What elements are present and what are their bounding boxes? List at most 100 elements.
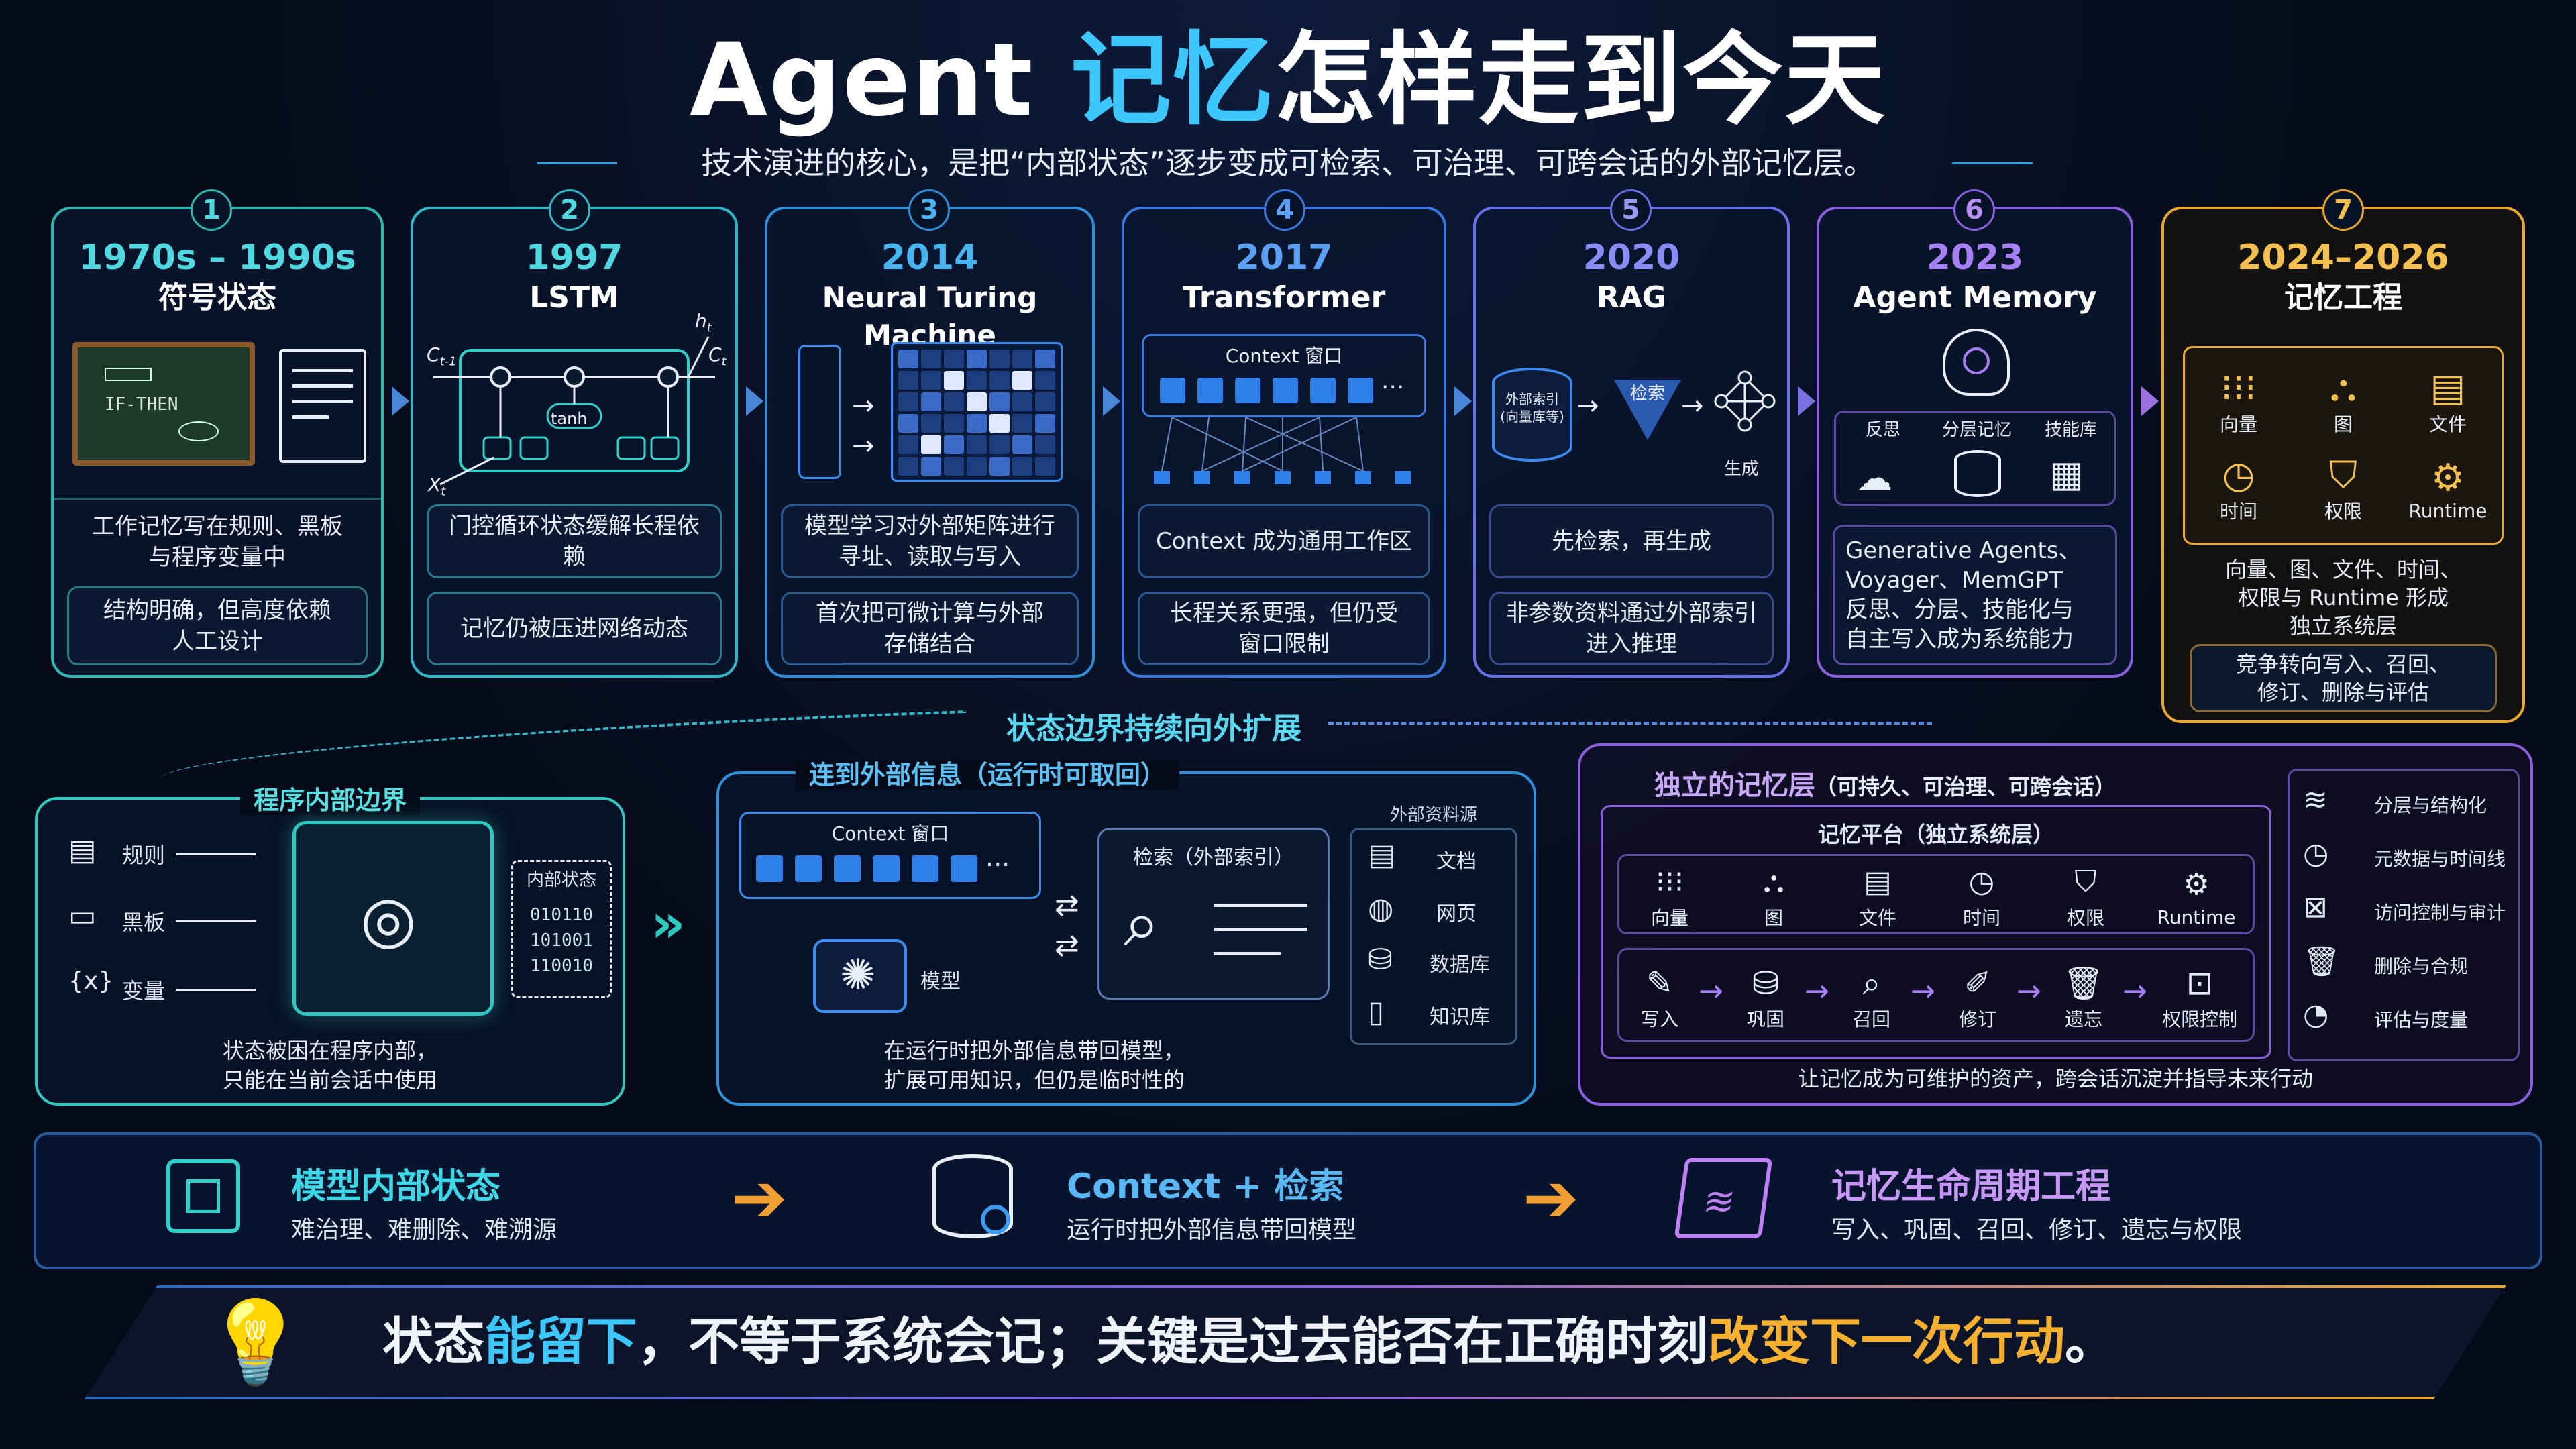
token-block bbox=[951, 855, 977, 882]
memory-matrix bbox=[891, 342, 1063, 482]
arrow-right-icon: → bbox=[852, 431, 875, 462]
text-line bbox=[1214, 928, 1307, 931]
divider bbox=[54, 498, 381, 500]
graph-label: 图 bbox=[2333, 413, 2353, 435]
board-label: 黑板 bbox=[122, 910, 166, 935]
type-label: 权限 bbox=[2066, 907, 2104, 929]
flow-step-sub: 运行时把外部信息带回模型 bbox=[1067, 1216, 1357, 1244]
search-panel-title: 检索（外部索引） bbox=[1133, 846, 1294, 869]
attention-lines bbox=[1154, 417, 1411, 484]
card-desc-2: 首次把可微计算与外部 存储结合 bbox=[781, 592, 1079, 665]
card-desc-1: 工作记忆写在规则、黑板 与程序变量中 bbox=[92, 513, 343, 571]
token-block bbox=[834, 855, 861, 882]
governance-item: 评估与度量 bbox=[2374, 1009, 2469, 1031]
c-prev-text: C bbox=[427, 343, 440, 366]
card-year: 2017 bbox=[1235, 237, 1333, 278]
card-desc-2: 长程关系更强，但仍受 窗口限制 bbox=[1138, 592, 1430, 665]
lock-icon: ⊡ bbox=[2186, 965, 2214, 1002]
file-item: ▤文件 bbox=[2401, 362, 2495, 442]
source-db: 数据库 bbox=[1430, 953, 1490, 977]
x-text: X bbox=[428, 474, 441, 496]
timeline-arrow bbox=[1798, 386, 1815, 416]
card-year: 1997 bbox=[525, 237, 623, 278]
token-block bbox=[1348, 378, 1373, 403]
timeline-card-3: 2014 Neural Turing Machine → → 模型学习对外部矩阵… bbox=[765, 207, 1095, 678]
token-block bbox=[795, 855, 822, 882]
governance-item: 删除与合规 bbox=[2374, 955, 2469, 977]
token-block bbox=[1310, 378, 1336, 403]
graph-icon: ⛬ bbox=[1763, 865, 1784, 899]
bidirectional-arrow-icon: ⇄ bbox=[1055, 928, 1079, 963]
matrix-cell bbox=[898, 371, 918, 390]
op-recall: ⌕召回 bbox=[1831, 957, 1912, 1037]
op-label: 写入 bbox=[1640, 1008, 1678, 1030]
op-forget: 🗑遗忘 bbox=[2043, 957, 2124, 1037]
x-label: Xt bbox=[428, 474, 446, 499]
governance-item: 元数据与时间线 bbox=[2374, 848, 2506, 870]
timeline-card-1: 1970s – 1990s 符号状态 IF-THEN 工作记忆写在规则、黑板 与… bbox=[51, 207, 384, 678]
funnel-label: 检索 bbox=[1629, 384, 1665, 404]
token-block bbox=[1235, 378, 1260, 403]
arrow-right-icon: → bbox=[2017, 974, 2041, 1008]
msg-part: ，不等于系统会记；关键是过去能否在正确时刻 bbox=[637, 1311, 1708, 1371]
matrix-cell bbox=[1012, 457, 1032, 476]
database-icon: ⛁ bbox=[1368, 943, 1393, 977]
panel-caption: 让记忆成为可维护的资产，跨会话沉淀并指导未来行动 bbox=[1797, 1066, 2313, 1091]
source-doc: 文档 bbox=[1436, 850, 1477, 873]
board-icon: ▭ bbox=[68, 899, 97, 933]
token-block bbox=[1160, 378, 1185, 403]
card-name: Transformer bbox=[1182, 280, 1386, 315]
runtime-item: ⚙Runtime bbox=[2401, 449, 2495, 529]
permission-item: ⛉权限 bbox=[2296, 449, 2390, 529]
token-block bbox=[873, 855, 900, 882]
vector-icon: ⁝⁝⁝ bbox=[2220, 366, 2257, 410]
governance-item: 分层与结构化 bbox=[2374, 794, 2487, 816]
op-label: 修订 bbox=[1958, 1008, 1996, 1030]
matrix-cell bbox=[1012, 435, 1032, 454]
governance-item: 访问控制与审计 bbox=[2374, 902, 2506, 924]
step-badge-4: 4 bbox=[1264, 189, 1305, 231]
magnifier-icon bbox=[981, 1205, 1010, 1234]
op-revise: ✐修订 bbox=[1937, 957, 2018, 1037]
expand-dash-right bbox=[1328, 722, 1932, 724]
arrow-right-icon: → bbox=[1805, 974, 1829, 1008]
board-rect bbox=[105, 368, 152, 381]
matrix-cell bbox=[967, 392, 987, 411]
rule-label: 规则 bbox=[122, 843, 166, 868]
step-badge-5: 5 bbox=[1610, 189, 1652, 231]
subtitle-line-left bbox=[537, 162, 617, 164]
type-runtime: ⚙Runtime bbox=[2139, 859, 2253, 932]
step-badge-3: 3 bbox=[908, 189, 950, 231]
panel-caption: 在运行时把外部信息带回模型， 扩展可用知识，但仍是临时性的 bbox=[883, 1038, 1185, 1093]
lightbulb-icon: 💡 bbox=[205, 1296, 306, 1389]
op-label: 遗忘 bbox=[2064, 1008, 2102, 1030]
bits: 101001 bbox=[530, 930, 593, 951]
database-icon: ⛁ bbox=[1752, 965, 1780, 1002]
connector bbox=[176, 989, 256, 991]
type-label: 时间 bbox=[1962, 907, 2000, 929]
card-name: Neural Turing Machine bbox=[822, 281, 1038, 352]
matrix-cell bbox=[967, 435, 987, 454]
flow-step-title: 记忆生命周期工程 bbox=[1831, 1167, 2111, 1207]
sources-list: ▤文档 ◍网页 ⛁数据库 ▯知识库 bbox=[1350, 828, 1517, 1045]
gear-icon: ⚙ bbox=[2183, 867, 2210, 902]
card-name: Agent Memory bbox=[1853, 280, 2097, 315]
pencil-icon: ✎ bbox=[1646, 965, 1674, 1002]
arrow-right-icon: → bbox=[1699, 974, 1723, 1008]
bottom-banner bbox=[85, 1285, 2506, 1399]
variable-icon: {x} bbox=[68, 967, 114, 995]
type-time: ◷时间 bbox=[1931, 859, 2032, 932]
summary-flow-bar: 模型内部状态 难治理、难删除、难溯源 ➔ Context + 检索 运行时把外部… bbox=[34, 1132, 2542, 1269]
card-desc-1: 向量、图、文件、时间、 权限与 Runtime 形成 独立系统层 bbox=[2224, 557, 2461, 639]
rule-icon: ▤ bbox=[68, 833, 97, 867]
panel-title: 连到外部信息（运行时可取回） bbox=[795, 760, 1179, 790]
op-label: 权限控制 bbox=[2161, 1008, 2237, 1030]
msg-part: 。 bbox=[2065, 1311, 2116, 1371]
shield-icon: ⛉ bbox=[2329, 453, 2357, 497]
matrix-cell bbox=[898, 457, 918, 476]
timeline-arrow bbox=[1454, 386, 1472, 416]
chip-icon: ◎ bbox=[292, 821, 494, 1016]
matrix-cell bbox=[967, 457, 987, 476]
matrix-cell bbox=[989, 435, 1010, 454]
